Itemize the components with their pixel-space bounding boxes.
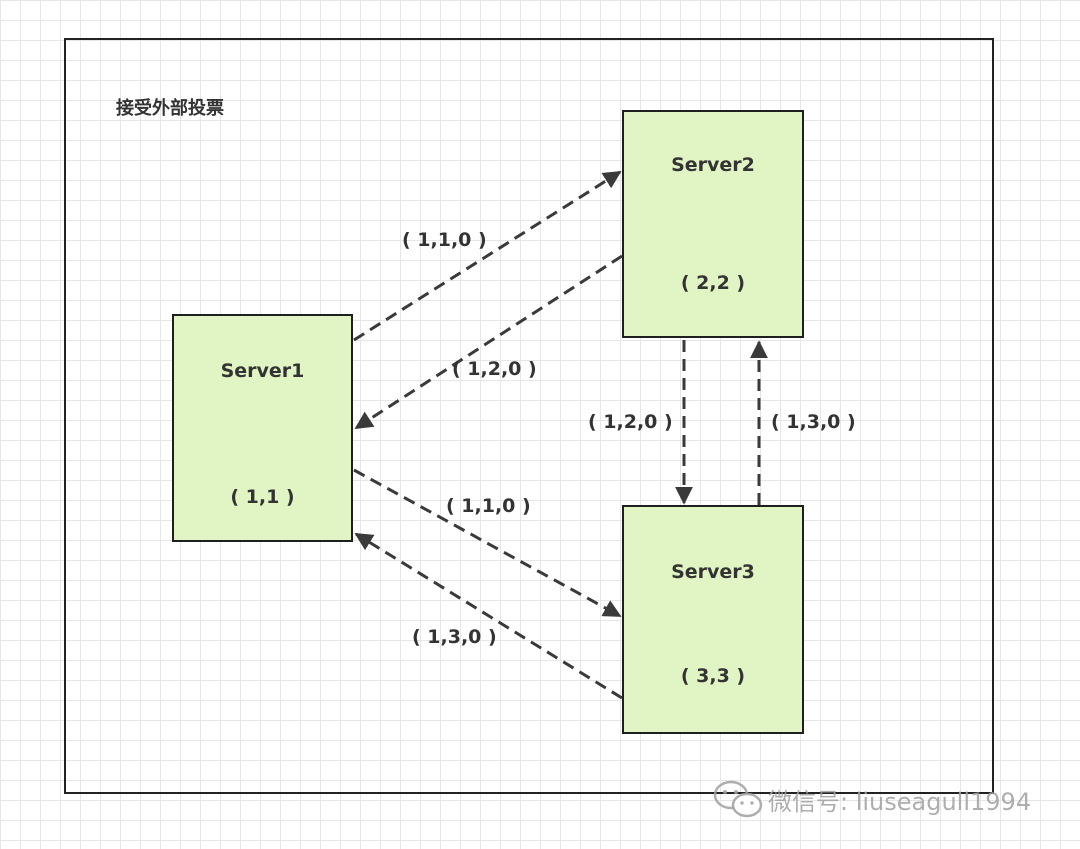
watermark-text: 微信号: liuseagull1994 (768, 787, 1032, 816)
edge-s1-to-s3 (353, 468, 622, 618)
server1-state: ( 1,1 ) (230, 486, 295, 508)
server3-node: Server3 ( 3,3 ) (622, 505, 804, 734)
edge-label-s2-s3: ( 1,2,0 ) (588, 411, 673, 433)
edge-label-s2-s1: ( 1,2,0 ) (452, 358, 537, 380)
edge-label-s1-s3: ( 1,1,0 ) (446, 495, 531, 517)
server1-name: Server1 (220, 360, 305, 382)
edge-label-s3-s1: ( 1,3,0 ) (412, 626, 497, 648)
edge-s2-to-s1 (354, 254, 623, 430)
watermark: 微信号: liuseagull1994 (712, 778, 1031, 820)
server3-state: ( 3,3 ) (680, 665, 746, 687)
server2-state: ( 2,2 ) (680, 272, 746, 294)
server2-node: Server2 ( 2,2 ) (622, 110, 804, 338)
diagram-frame (64, 38, 994, 794)
edge-s1-to-s2 (353, 170, 622, 342)
edge-label-s1-s2: ( 1,1,0 ) (402, 229, 487, 251)
diagram-title: 接受外部投票 (116, 98, 224, 119)
server3-name: Server3 (671, 561, 755, 583)
edge-label-s3-s2: ( 1,3,0 ) (771, 411, 856, 433)
wechat-icon (713, 780, 763, 818)
server1-node: Server1 ( 1,1 ) (172, 314, 353, 542)
server2-name: Server2 (671, 154, 755, 176)
edge-s3-to-s1 (354, 532, 623, 700)
